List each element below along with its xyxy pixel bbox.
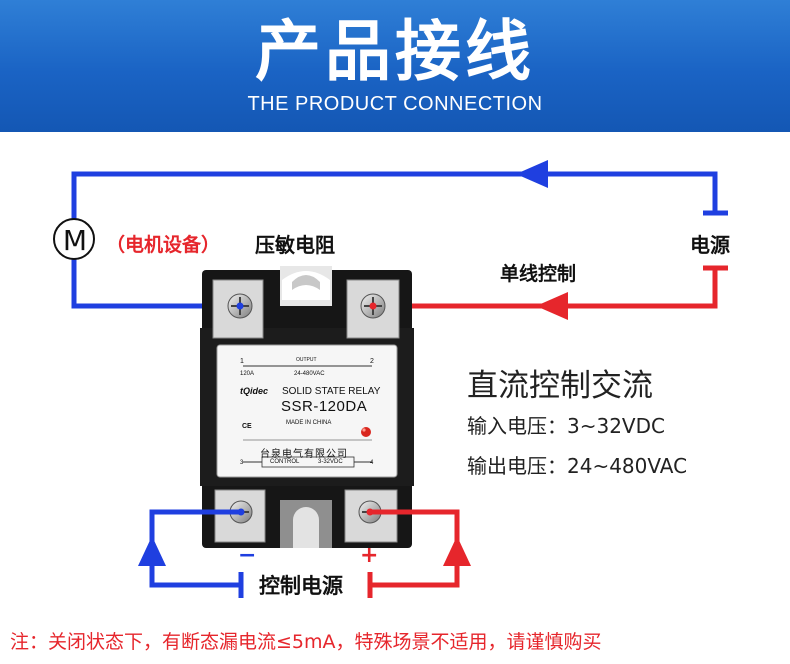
arrow-up-blue: [138, 536, 166, 566]
relay-control-voltage: 3-32VDC: [318, 459, 343, 465]
page-subtitle: THE PRODUCT CONNECTION: [247, 93, 543, 115]
relay-label-plate: [216, 344, 398, 478]
relay-company: 台泉电气有限公司: [260, 449, 348, 460]
minus-sign: −: [238, 543, 257, 568]
relay-terminal-3: 3: [240, 460, 244, 466]
load-wire-blue: [71, 171, 718, 309]
header-banner: 产品接线 THE PRODUCT CONNECTION: [0, 0, 790, 132]
relay-made-in: MADE IN CHINA: [286, 420, 332, 426]
motor-symbol: [53, 218, 95, 260]
motor-letter: M: [62, 224, 88, 257]
load-wire-red: [370, 270, 718, 309]
spec-title: 直流控制交流: [467, 368, 653, 404]
relay-model: SSR-120DA: [281, 398, 368, 415]
spec-output-voltage: 输出电压：24~480VAC: [467, 454, 688, 478]
single-line-label: 单线控制: [500, 263, 577, 285]
terminal-1-dot: [236, 302, 244, 310]
power-label: 电源: [690, 233, 730, 257]
status-led: [361, 427, 371, 437]
relay-ce-mark: CE: [242, 423, 252, 430]
terminal-4: [344, 489, 398, 543]
terminal-4-dot: [366, 508, 374, 516]
relay-output-label: OUTPUT: [296, 357, 317, 363]
terminal-3: [214, 489, 266, 543]
spec-input-voltage: 输入电压：3~32VDC: [467, 414, 665, 438]
page-title: 产品接线: [255, 13, 535, 90]
arrow-left-top: [516, 160, 548, 188]
relay-brand: tQidec: [240, 386, 269, 396]
terminal-2-dot: [369, 302, 377, 310]
terminal-1: [212, 279, 264, 339]
control-power-label: 控制电源: [259, 574, 343, 598]
relay-current: 120A: [240, 371, 255, 377]
control-box: [261, 456, 355, 468]
arrow-left-red: [536, 292, 568, 320]
relay-voltage-range: 24-480VAC: [294, 371, 325, 377]
relay-control-label: CONTROL: [270, 459, 300, 465]
plus-sign: +: [360, 543, 379, 568]
terminal-3-dot: [237, 508, 245, 516]
arrow-up-red: [443, 536, 471, 566]
footer-note: 注：关闭状态下，有断态漏电流≤5mA，特殊场景不适用，请谨慎购买: [10, 631, 602, 653]
relay-terminal-4: 4: [370, 460, 374, 466]
relay-terminal-2: 2: [370, 358, 374, 365]
relay-terminal-1: 1: [240, 358, 244, 365]
motor-label: （电机设备）: [106, 234, 221, 256]
status-led-glow: [362, 428, 366, 432]
relay-description: SOLID STATE RELAY: [282, 386, 381, 397]
varistor-label: 压敏电阻: [255, 233, 335, 257]
